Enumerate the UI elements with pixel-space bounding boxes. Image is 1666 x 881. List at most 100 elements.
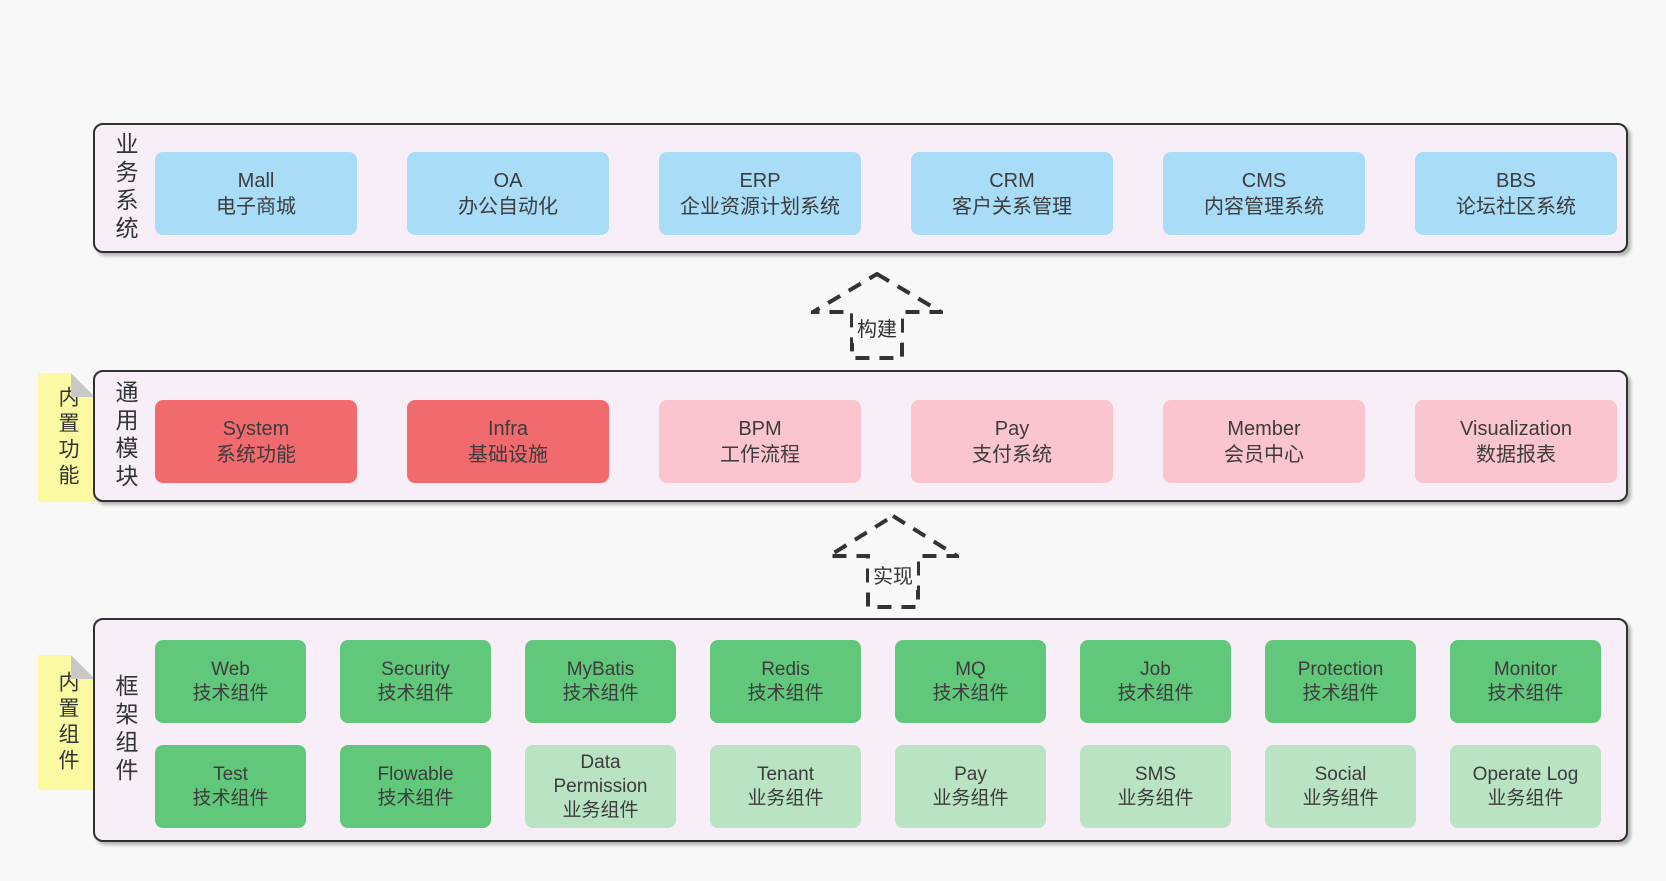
box-system: System 系统功能 [155, 400, 357, 483]
box-subtitle: 业务组件 [1302, 787, 1379, 809]
components-row-2: Test 技术组件 Flowable 技术组件 Data Permission … [155, 745, 1601, 828]
box-subtitle: 业务组件 [562, 799, 639, 821]
box-oa: OA 办公自动化 [407, 152, 609, 235]
band-label-modules: 通用模块 [112, 380, 138, 492]
box-subtitle: 电子商城 [216, 195, 296, 218]
box-title: Security [381, 658, 450, 680]
box-monitor: Monitor 技术组件 [1450, 640, 1601, 723]
sticky-tab-label: 内置组件 [56, 670, 79, 775]
box-title: Infra [487, 417, 529, 440]
box-subtitle: 业务组件 [747, 787, 824, 809]
band-label-business: 业务系统 [112, 132, 138, 244]
build-arrow-icon: 构建 [811, 272, 943, 360]
box-subtitle: 工作流程 [720, 443, 800, 466]
band-business-systems: 业务系统 Mall 电子商城 OA 办公自动化 ERP 企业资源计划系统 CRM… [93, 123, 1628, 253]
box-web: Web 技术组件 [155, 640, 306, 723]
modules-box-row: System 系统功能 Infra 基础设施 BPM 工作流程 Pay 支付系统… [155, 400, 1617, 483]
box-social: Social 业务组件 [1265, 745, 1416, 828]
box-title: Job [1140, 658, 1171, 680]
box-title: ERP [739, 169, 781, 192]
box-subtitle: 业务组件 [932, 787, 1009, 809]
box-subtitle: 技术组件 [192, 787, 269, 809]
box-title: MyBatis [566, 658, 635, 680]
box-title: Redis [761, 658, 810, 680]
band-common-modules: 通用模块 System 系统功能 Infra 基础设施 BPM 工作流程 Pay… [93, 370, 1628, 502]
box-title: BBS [1495, 169, 1537, 192]
sticky-tab-label: 内置功能 [56, 385, 79, 490]
box-subtitle: 技术组件 [1302, 682, 1379, 704]
box-subtitle: 技术组件 [192, 682, 269, 704]
box-title: Social [1314, 763, 1367, 785]
box-subtitle: 技术组件 [1487, 682, 1564, 704]
box-infra: Infra 基础设施 [407, 400, 609, 483]
box-mq: MQ 技术组件 [895, 640, 1046, 723]
box-protection: Protection 技术组件 [1265, 640, 1416, 723]
sticky-tab-built-in-components: 内置组件 [38, 655, 95, 790]
box-subtitle: 数据报表 [1476, 443, 1556, 466]
box-pay-component: Pay 业务组件 [895, 745, 1046, 828]
box-subtitle: 支付系统 [972, 443, 1052, 466]
box-title: Web [211, 658, 250, 680]
box-subtitle: 客户关系管理 [952, 195, 1072, 218]
box-subtitle: 技术组件 [377, 682, 454, 704]
box-title: Protection [1297, 658, 1384, 680]
box-title: Visualization [1460, 417, 1572, 440]
box-redis: Redis 技术组件 [710, 640, 861, 723]
box-title: Flowable [377, 763, 454, 785]
box-mall: Mall 电子商城 [155, 152, 357, 235]
box-test: Test 技术组件 [155, 745, 306, 828]
box-data-permission: Data Permission 业务组件 [525, 745, 676, 828]
implement-arrow-icon: 实现 [827, 514, 959, 609]
box-flowable: Flowable 技术组件 [340, 745, 491, 828]
box-member: Member 会员中心 [1163, 400, 1365, 483]
box-subtitle: 技术组件 [747, 682, 824, 704]
band-framework-components: 框架组件 Web 技术组件 Security 技术组件 MyBatis 技术组件… [93, 618, 1628, 842]
box-title: System [222, 417, 290, 440]
box-job: Job 技术组件 [1080, 640, 1231, 723]
box-title: MQ [955, 658, 986, 680]
band-label-components: 框架组件 [112, 674, 138, 786]
box-sms: SMS 业务组件 [1080, 745, 1231, 828]
box-title: Pay [994, 417, 1030, 440]
box-subtitle: 办公自动化 [458, 195, 558, 218]
box-subtitle: 业务组件 [1487, 787, 1564, 809]
implement-arrow-label: 实现 [869, 559, 917, 590]
box-subtitle: 技术组件 [377, 787, 454, 809]
box-title: SMS [1134, 763, 1177, 785]
box-title: OA [493, 169, 523, 192]
box-pay-module: Pay 支付系统 [911, 400, 1113, 483]
box-erp: ERP 企业资源计划系统 [659, 152, 861, 235]
box-title: CRM [989, 169, 1035, 192]
box-title: Test [213, 763, 248, 785]
box-visualization: Visualization 数据报表 [1415, 400, 1617, 483]
box-title: CMS [1241, 169, 1287, 192]
sticky-tab-built-in-features: 内置功能 [38, 373, 95, 502]
box-subtitle: 技术组件 [932, 682, 1009, 704]
box-subtitle: 业务组件 [1117, 787, 1194, 809]
box-subtitle: 企业资源计划系统 [680, 195, 840, 218]
box-title: Mall [237, 169, 275, 192]
box-crm: CRM 客户关系管理 [911, 152, 1113, 235]
box-tenant: Tenant 业务组件 [710, 745, 861, 828]
fold-corner-icon [71, 373, 95, 397]
box-subtitle: 会员中心 [1224, 443, 1304, 466]
box-bbs: BBS 论坛社区系统 [1415, 152, 1617, 235]
box-title: Pay [954, 763, 987, 785]
box-title: BPM [738, 417, 782, 440]
box-subtitle: 内容管理系统 [1204, 195, 1324, 218]
business-box-row: Mall 电子商城 OA 办公自动化 ERP 企业资源计划系统 CRM 客户关系… [155, 152, 1617, 235]
box-mybatis: MyBatis 技术组件 [525, 640, 676, 723]
box-subtitle: 基础设施 [468, 443, 548, 466]
box-cms: CMS 内容管理系统 [1163, 152, 1365, 235]
box-title: Monitor [1493, 658, 1558, 680]
box-subtitle: 系统功能 [216, 443, 296, 466]
box-title: Data Permission [553, 751, 648, 797]
box-title: Tenant [756, 763, 815, 785]
build-arrow-label: 构建 [853, 312, 901, 343]
fold-corner-icon [71, 655, 95, 679]
box-subtitle: 技术组件 [562, 682, 639, 704]
box-title: Member [1227, 417, 1301, 440]
components-row-1: Web 技术组件 Security 技术组件 MyBatis 技术组件 Redi… [155, 640, 1601, 723]
box-subtitle: 技术组件 [1117, 682, 1194, 704]
